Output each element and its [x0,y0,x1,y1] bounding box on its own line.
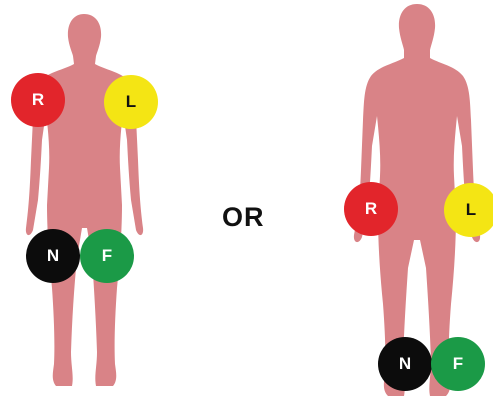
electrode-label: L [126,92,136,112]
electrode-label: N [47,246,59,266]
electrode-label: R [365,199,377,219]
right-arm-electrode: R [11,73,65,127]
neutral-electrode: N [26,229,80,283]
right-arm-electrode: R [344,182,398,236]
electrode-label: R [32,90,44,110]
electrode-label: L [466,200,476,220]
body-figure-left [0,0,170,401]
foot-electrode: F [80,229,134,283]
neutral-electrode: N [378,337,432,391]
electrode-label: N [399,354,411,374]
electrode-label: F [102,246,112,266]
or-separator: OR [222,202,265,233]
left-arm-electrode: L [104,75,158,129]
electrode-label: F [453,354,463,374]
foot-electrode: F [431,337,485,391]
left-arm-electrode: L [444,183,493,237]
